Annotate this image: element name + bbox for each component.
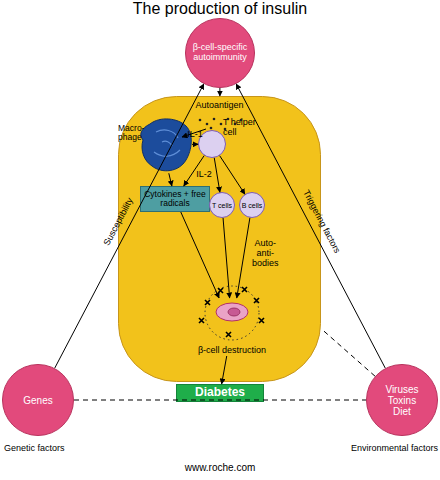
node-text: Viruses Toxins Diet (366, 364, 438, 436)
cell-nucleus (228, 308, 240, 316)
connector (223, 218, 230, 298)
circle-shape (186, 19, 255, 88)
connector (219, 88, 220, 96)
outcome-box: Diabetes (176, 384, 264, 402)
box-shape (177, 385, 264, 402)
node-text: β-cell-specific autoimmunity (185, 18, 255, 88)
node-text: Cytokines + free radicals (140, 186, 210, 212)
beta-cell: β-cell destruction (200, 298, 264, 356)
node-text: T helper cell (223, 118, 267, 138)
box-shape (141, 187, 210, 212)
node-text: Genes (2, 364, 74, 436)
connector (74, 400, 366, 401)
edge-label: IL-2 (191, 170, 217, 180)
connector (192, 144, 198, 145)
node-text: B cells (239, 192, 265, 218)
node-text: Autoantigen (118, 101, 321, 111)
macrophage-cell: Macro-phage (132, 116, 192, 174)
b-cell: B cells (239, 192, 265, 218)
edge-label: Auto-anti-bodies (250, 239, 280, 269)
connector (321, 329, 375, 377)
footer-label: Genetic factors (4, 444, 124, 454)
cytokines-box: Cytokines + free radicals (140, 186, 210, 212)
node-text: T cells (209, 192, 235, 218)
connector (236, 84, 385, 368)
connector (237, 218, 250, 298)
autoimmunity-circle: β-cell-specific autoimmunity (185, 18, 255, 88)
process-panel: AutoantigenMacro-phage T helper cellCytok… (118, 96, 321, 382)
circle-shape (3, 365, 74, 436)
cell-body (216, 303, 248, 321)
macrophage-detail (154, 130, 180, 156)
environment-circle: Viruses Toxins Diet (366, 364, 438, 436)
node-text: Macro-phage (118, 124, 146, 143)
connector (55, 84, 204, 368)
edge-label: IL-1 (182, 130, 208, 140)
connector (169, 173, 172, 186)
node-text: β-cell destruction (190, 346, 274, 356)
panel-shape (119, 97, 321, 382)
connector (220, 156, 245, 194)
connector (222, 356, 227, 384)
circle-shape (240, 193, 265, 218)
genes-circle: Genes (2, 364, 74, 436)
node-text: Diabetes (176, 384, 264, 402)
footer-label: Environmental factors (330, 444, 438, 454)
circle-shape (367, 365, 438, 436)
macrophage-body (141, 119, 191, 171)
connector (181, 212, 219, 298)
footer-label: www.roche.com (120, 462, 320, 473)
t-cell: T cells (209, 192, 235, 218)
diagram-title: The production of insulin (0, 0, 440, 18)
connector (214, 158, 220, 192)
circle-shape (210, 193, 235, 218)
